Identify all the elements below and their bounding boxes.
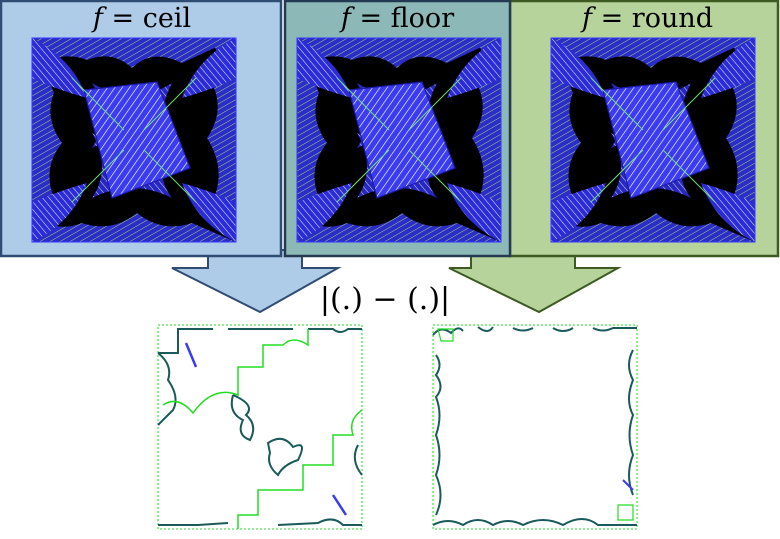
right-down-arrow-icon bbox=[448, 249, 622, 314]
operation-label: |(.) − (.)| bbox=[319, 282, 451, 317]
floor-name: floor bbox=[390, 3, 455, 34]
ceil-name: ceil bbox=[142, 3, 192, 34]
ceil-var: f bbox=[92, 3, 103, 34]
ceil-fractal-image bbox=[31, 37, 237, 243]
floor-var: f bbox=[340, 3, 351, 34]
floor-eq: = bbox=[350, 3, 391, 34]
floor-round-difference-image bbox=[432, 324, 638, 530]
floor-fractal-image bbox=[296, 37, 502, 243]
round-eq: = bbox=[591, 3, 632, 34]
round-panel-label: f = round bbox=[535, 2, 760, 36]
round-name: round bbox=[631, 3, 714, 34]
round-fractal-image bbox=[550, 37, 756, 243]
round-var: f bbox=[581, 3, 592, 34]
ceil-eq: = bbox=[102, 3, 143, 34]
ceil-floor-difference-image bbox=[157, 324, 363, 530]
ceil-panel-label: f = ceil bbox=[22, 2, 262, 36]
floor-panel-label: f = floor bbox=[285, 2, 510, 36]
